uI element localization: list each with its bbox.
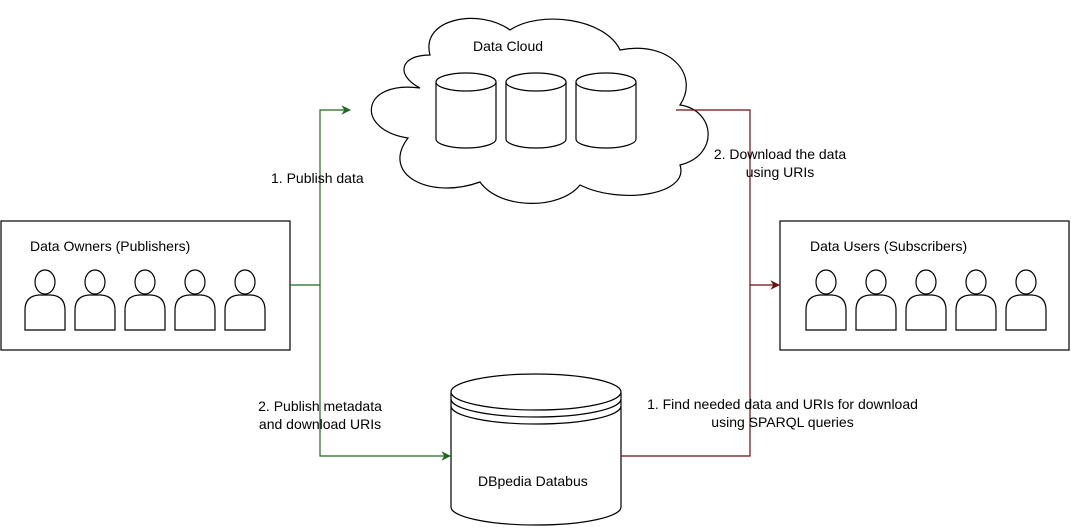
user-icon: [855, 269, 897, 331]
user-icon: [124, 269, 166, 331]
find-line-1: 1. Find needed data and URIs for downloa…: [647, 396, 918, 412]
publish-data-arrow: [290, 105, 351, 286]
find-line-2: using SPARQL queries: [711, 414, 854, 430]
publish-data-label: 1. Publish data: [271, 170, 364, 186]
databus-database: [450, 373, 622, 526]
database-icon: [435, 72, 497, 149]
users-title: Data Users (Subscribers): [810, 238, 968, 254]
user-icon: [24, 269, 66, 331]
find-data-arrow: [621, 285, 751, 457]
user-icon: [224, 269, 266, 331]
publish-metadata-line-2: and download URIs: [258, 416, 382, 432]
user-icon: [174, 269, 216, 331]
publish-metadata-label: 2. Publish metadata and download URIs: [250, 397, 390, 433]
download-label: 2. Download the data using URIs: [700, 145, 860, 181]
cloud-title: Data Cloud: [473, 38, 544, 54]
publish-metadata-line-1: 2. Publish metadata: [258, 398, 382, 414]
data-cloud: [370, 17, 709, 204]
user-icon: [74, 269, 116, 331]
download-line-2: using URIs: [745, 164, 815, 180]
user-icon: [805, 269, 847, 331]
user-icon: [905, 269, 947, 331]
user-icon: [955, 269, 997, 331]
publish-metadata-arrow: [319, 285, 451, 461]
databus-title: DBpedia Databus: [478, 473, 588, 489]
owners-title: Data Owners (Publishers): [30, 238, 191, 254]
download-line-1: 2. Download the data: [713, 146, 847, 162]
database-icon: [575, 72, 637, 149]
database-icon: [505, 72, 567, 149]
download-data-arrow: [676, 109, 780, 290]
find-label: 1. Find needed data and URIs for downloa…: [630, 395, 935, 431]
user-icon: [1005, 269, 1047, 331]
owners-people-group: [24, 269, 266, 331]
users-people-group: [805, 269, 1047, 331]
